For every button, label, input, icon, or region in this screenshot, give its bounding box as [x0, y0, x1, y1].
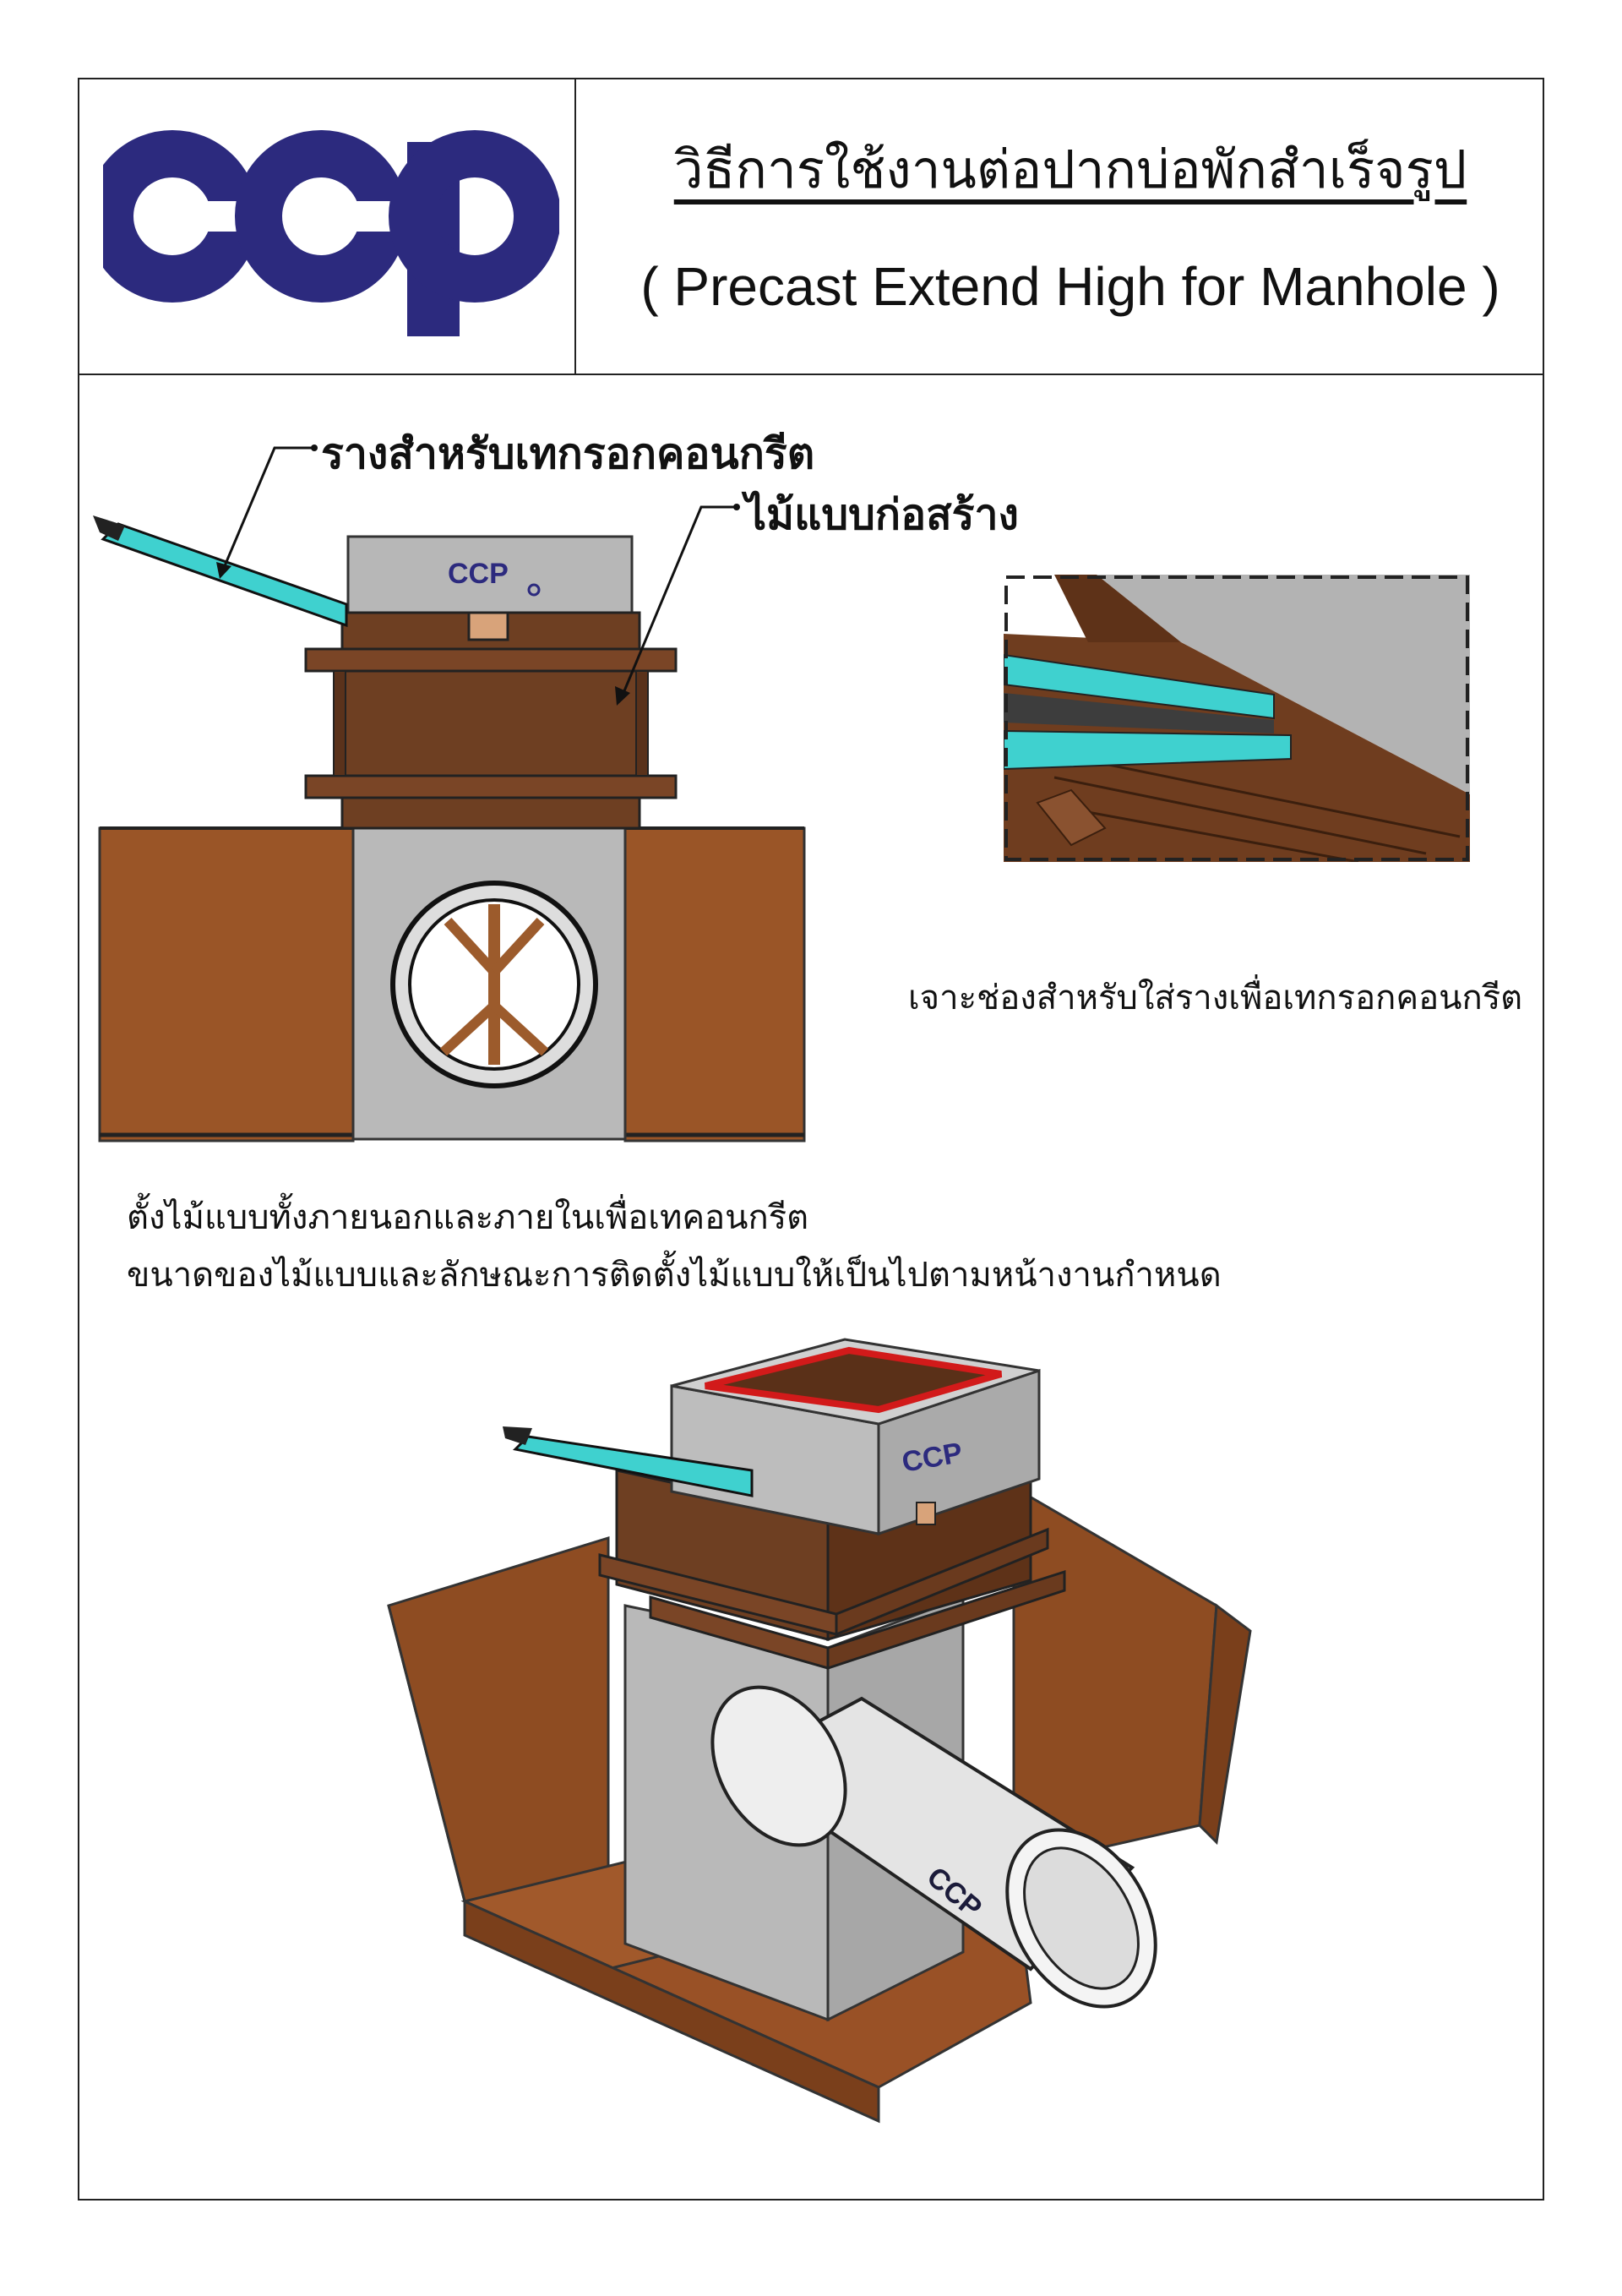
document-title-english: ( Precast Extend High for Manhole ) [640, 256, 1500, 317]
note-line-2: ขนาดของไม้แบบและลักษณะการติดตั้งไม้แบบให… [127, 1256, 1222, 1295]
detail-view [1004, 575, 1470, 862]
callout-formwork: ไม้แบบก่อสร้าง [745, 490, 1019, 539]
isometric-drawing: CCP CCP [387, 1338, 1252, 2124]
logo-cell: ccp [79, 79, 576, 374]
detail-caption: เจาะช่องสำหรับใส่รางเพื่อเทกรอกคอนกรีต [908, 979, 1523, 1017]
page-frame: ccp วิธีการใช้งานต่อปากบ่อพักสำเร็จรูป (… [78, 78, 1544, 2201]
ccp-logo: ccp [103, 130, 559, 336]
document-title-thai: วิธีการใช้งานต่อปากบ่อพักสำเร็จรูป [673, 139, 1467, 200]
elevation-drawing: CCP [93, 444, 806, 1143]
title-block: ccp วิธีการใช้งานต่อปากบ่อพักสำเร็จรูป (… [79, 79, 1543, 375]
riser-mark: CCP [448, 558, 509, 590]
note-line-1: ตั้งไม้แบบทั้งภายนอกและภายในเพื่อเทคอนกร… [127, 1198, 809, 1237]
callout-chute: รางสำหรับเทกรอกคอนกรีต [321, 429, 815, 478]
